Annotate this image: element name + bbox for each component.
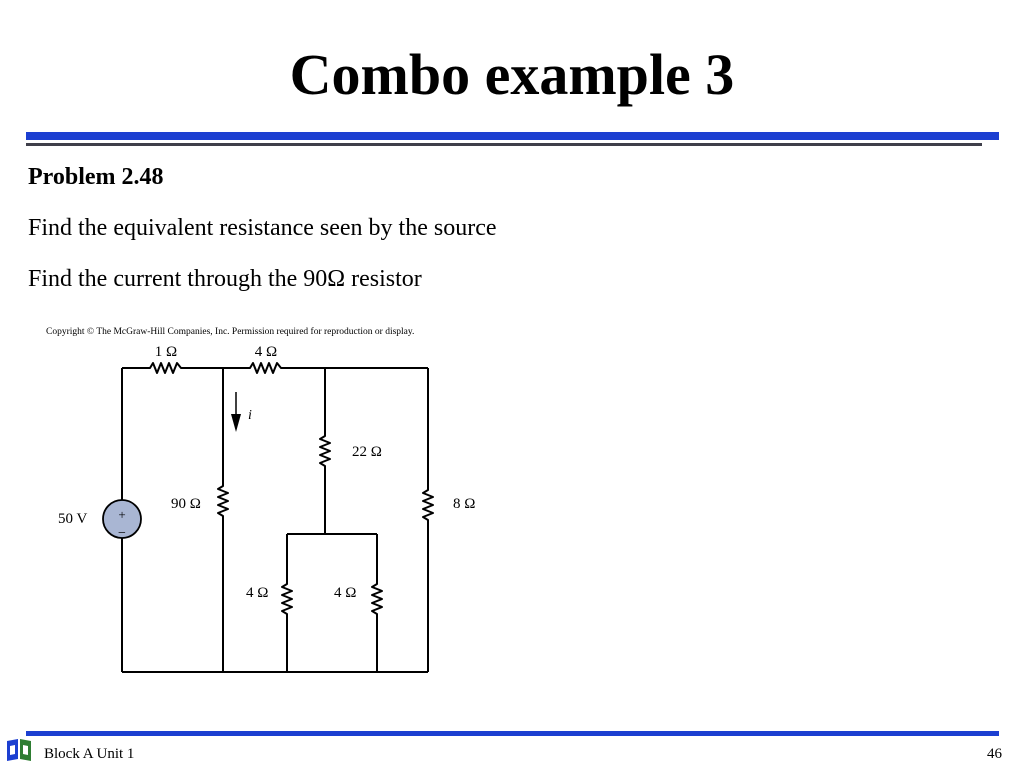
source-minus-sign: − (118, 526, 126, 541)
resistor-4-ohm-top (223, 362, 428, 374)
label-4-ohm-right: 4 Ω (334, 585, 356, 601)
resistor-4-ohm-left (281, 534, 293, 672)
task-current-90-ohm: Find the current through the 90Ω resisto… (28, 266, 422, 292)
wires (121, 362, 434, 673)
circuit-figure: Copyright © The McGraw-Hill Companies, I… (40, 318, 510, 688)
voltage-source (102, 499, 142, 539)
source-plus-sign: + (118, 507, 125, 522)
resistor-4-ohm-right (371, 534, 383, 672)
current-label: i (248, 408, 252, 423)
slide-title: Combo example 3 (289, 42, 735, 107)
task-equivalent-resistance: Find the equivalent resistance seen by t… (28, 215, 497, 241)
circuit-diagram: Copyright © The McGraw-Hill Companies, I… (46, 326, 475, 673)
resistor-90-ohm (217, 368, 229, 672)
resistor-8-ohm (422, 368, 434, 672)
current-arrow-icon (231, 414, 241, 432)
title-divider-thin (26, 143, 982, 146)
label-50-volt: 50 V (58, 511, 87, 527)
label-1-ohm: 1 Ω (155, 344, 177, 360)
footer-page-number: 46 (987, 746, 1002, 762)
label-90-ohm: 90 Ω (171, 496, 201, 512)
title-divider-thick (26, 132, 999, 140)
resistor-22-ohm (319, 368, 331, 534)
label-22-ohm: 22 Ω (352, 444, 382, 460)
footer-course-label: Block A Unit 1 (44, 746, 135, 762)
copyright-notice: Copyright © The McGraw-Hill Companies, I… (46, 326, 414, 337)
resistor-1-ohm (122, 362, 223, 374)
label-4-ohm-left: 4 Ω (246, 585, 268, 601)
university-logo-icon (4, 737, 34, 763)
label-4-ohm-top: 4 Ω (255, 344, 277, 360)
label-8-ohm: 8 Ω (453, 496, 475, 512)
footer-divider (26, 731, 999, 736)
problem-number: Problem 2.48 (28, 164, 164, 190)
